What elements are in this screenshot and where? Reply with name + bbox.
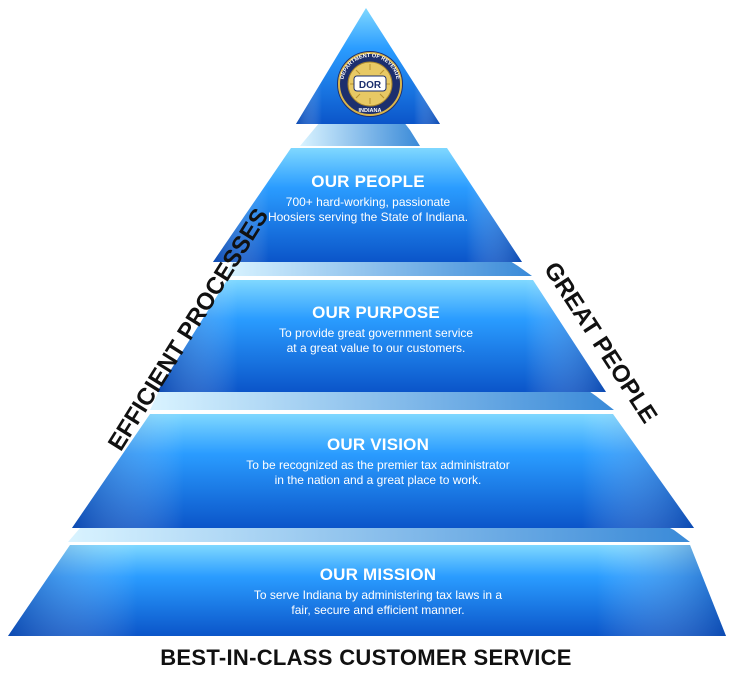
- tier-line: To provide great government service: [278, 326, 474, 340]
- tier-line: fair, secure and efficient manner.: [291, 603, 465, 617]
- tier-people: OUR PEOPLE 700+ hard-working, passionate…: [236, 172, 500, 225]
- tier-vision: OUR VISION To be recognized as the premi…: [186, 435, 570, 488]
- tier-line: 700+ hard-working, passionate: [285, 195, 451, 209]
- tier-line: at a great value to our customers.: [286, 341, 466, 355]
- tier-mission: OUR MISSION To serve Indiana by administ…: [186, 565, 570, 618]
- seal-bottom-text: INDIANA: [359, 108, 382, 114]
- base-label: BEST-IN-CLASS CUSTOMER SERVICE: [160, 645, 572, 670]
- tier-purpose: OUR PURPOSE To provide great government …: [216, 303, 536, 356]
- tier-line: To be recognized as the premier tax admi…: [246, 458, 510, 472]
- seal-rays: [350, 64, 390, 104]
- tier-title: OUR PURPOSE: [312, 303, 440, 322]
- dor-seal: DOR DEPARTMENT OF REVENUE INDIANA: [337, 51, 403, 117]
- tier-title: OUR MISSION: [319, 565, 437, 584]
- tier-line: in the nation and a great place to work.: [274, 473, 482, 487]
- tier-line: To serve Indiana by administering tax la…: [253, 588, 503, 602]
- tier-line: Hoosiers serving the State of Indiana.: [267, 210, 469, 224]
- seal-center-text: DOR: [359, 80, 382, 91]
- tier-title: OUR VISION: [326, 435, 430, 454]
- tier-title: OUR PEOPLE: [311, 172, 425, 191]
